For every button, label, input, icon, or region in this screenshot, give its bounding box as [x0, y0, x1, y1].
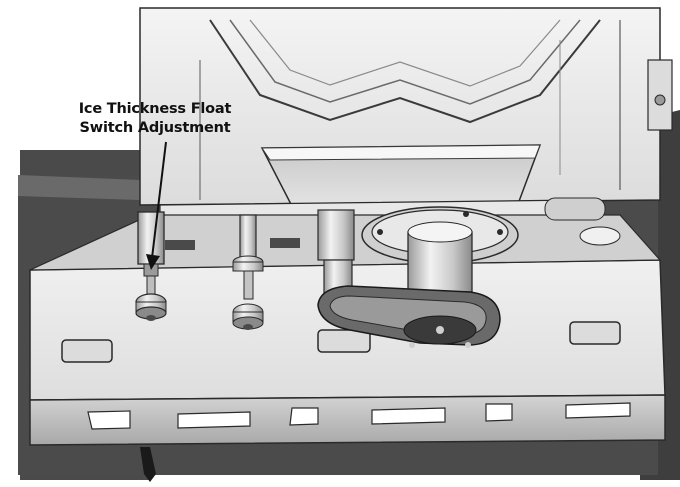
- hopper: [159, 144, 581, 219]
- float-switch-secondary: [232, 214, 264, 330]
- front-slots: [87, 402, 631, 482]
- auger-motor-assembly: [317, 206, 519, 348]
- arrow-down-icon: [146, 141, 167, 270]
- callout-line-2: Switch Adjustment: [79, 120, 231, 136]
- callout-line-1: Ice Thickness Float: [78, 101, 232, 117]
- callout-label: Ice Thickness Float Switch Adjustment: [60, 100, 250, 138]
